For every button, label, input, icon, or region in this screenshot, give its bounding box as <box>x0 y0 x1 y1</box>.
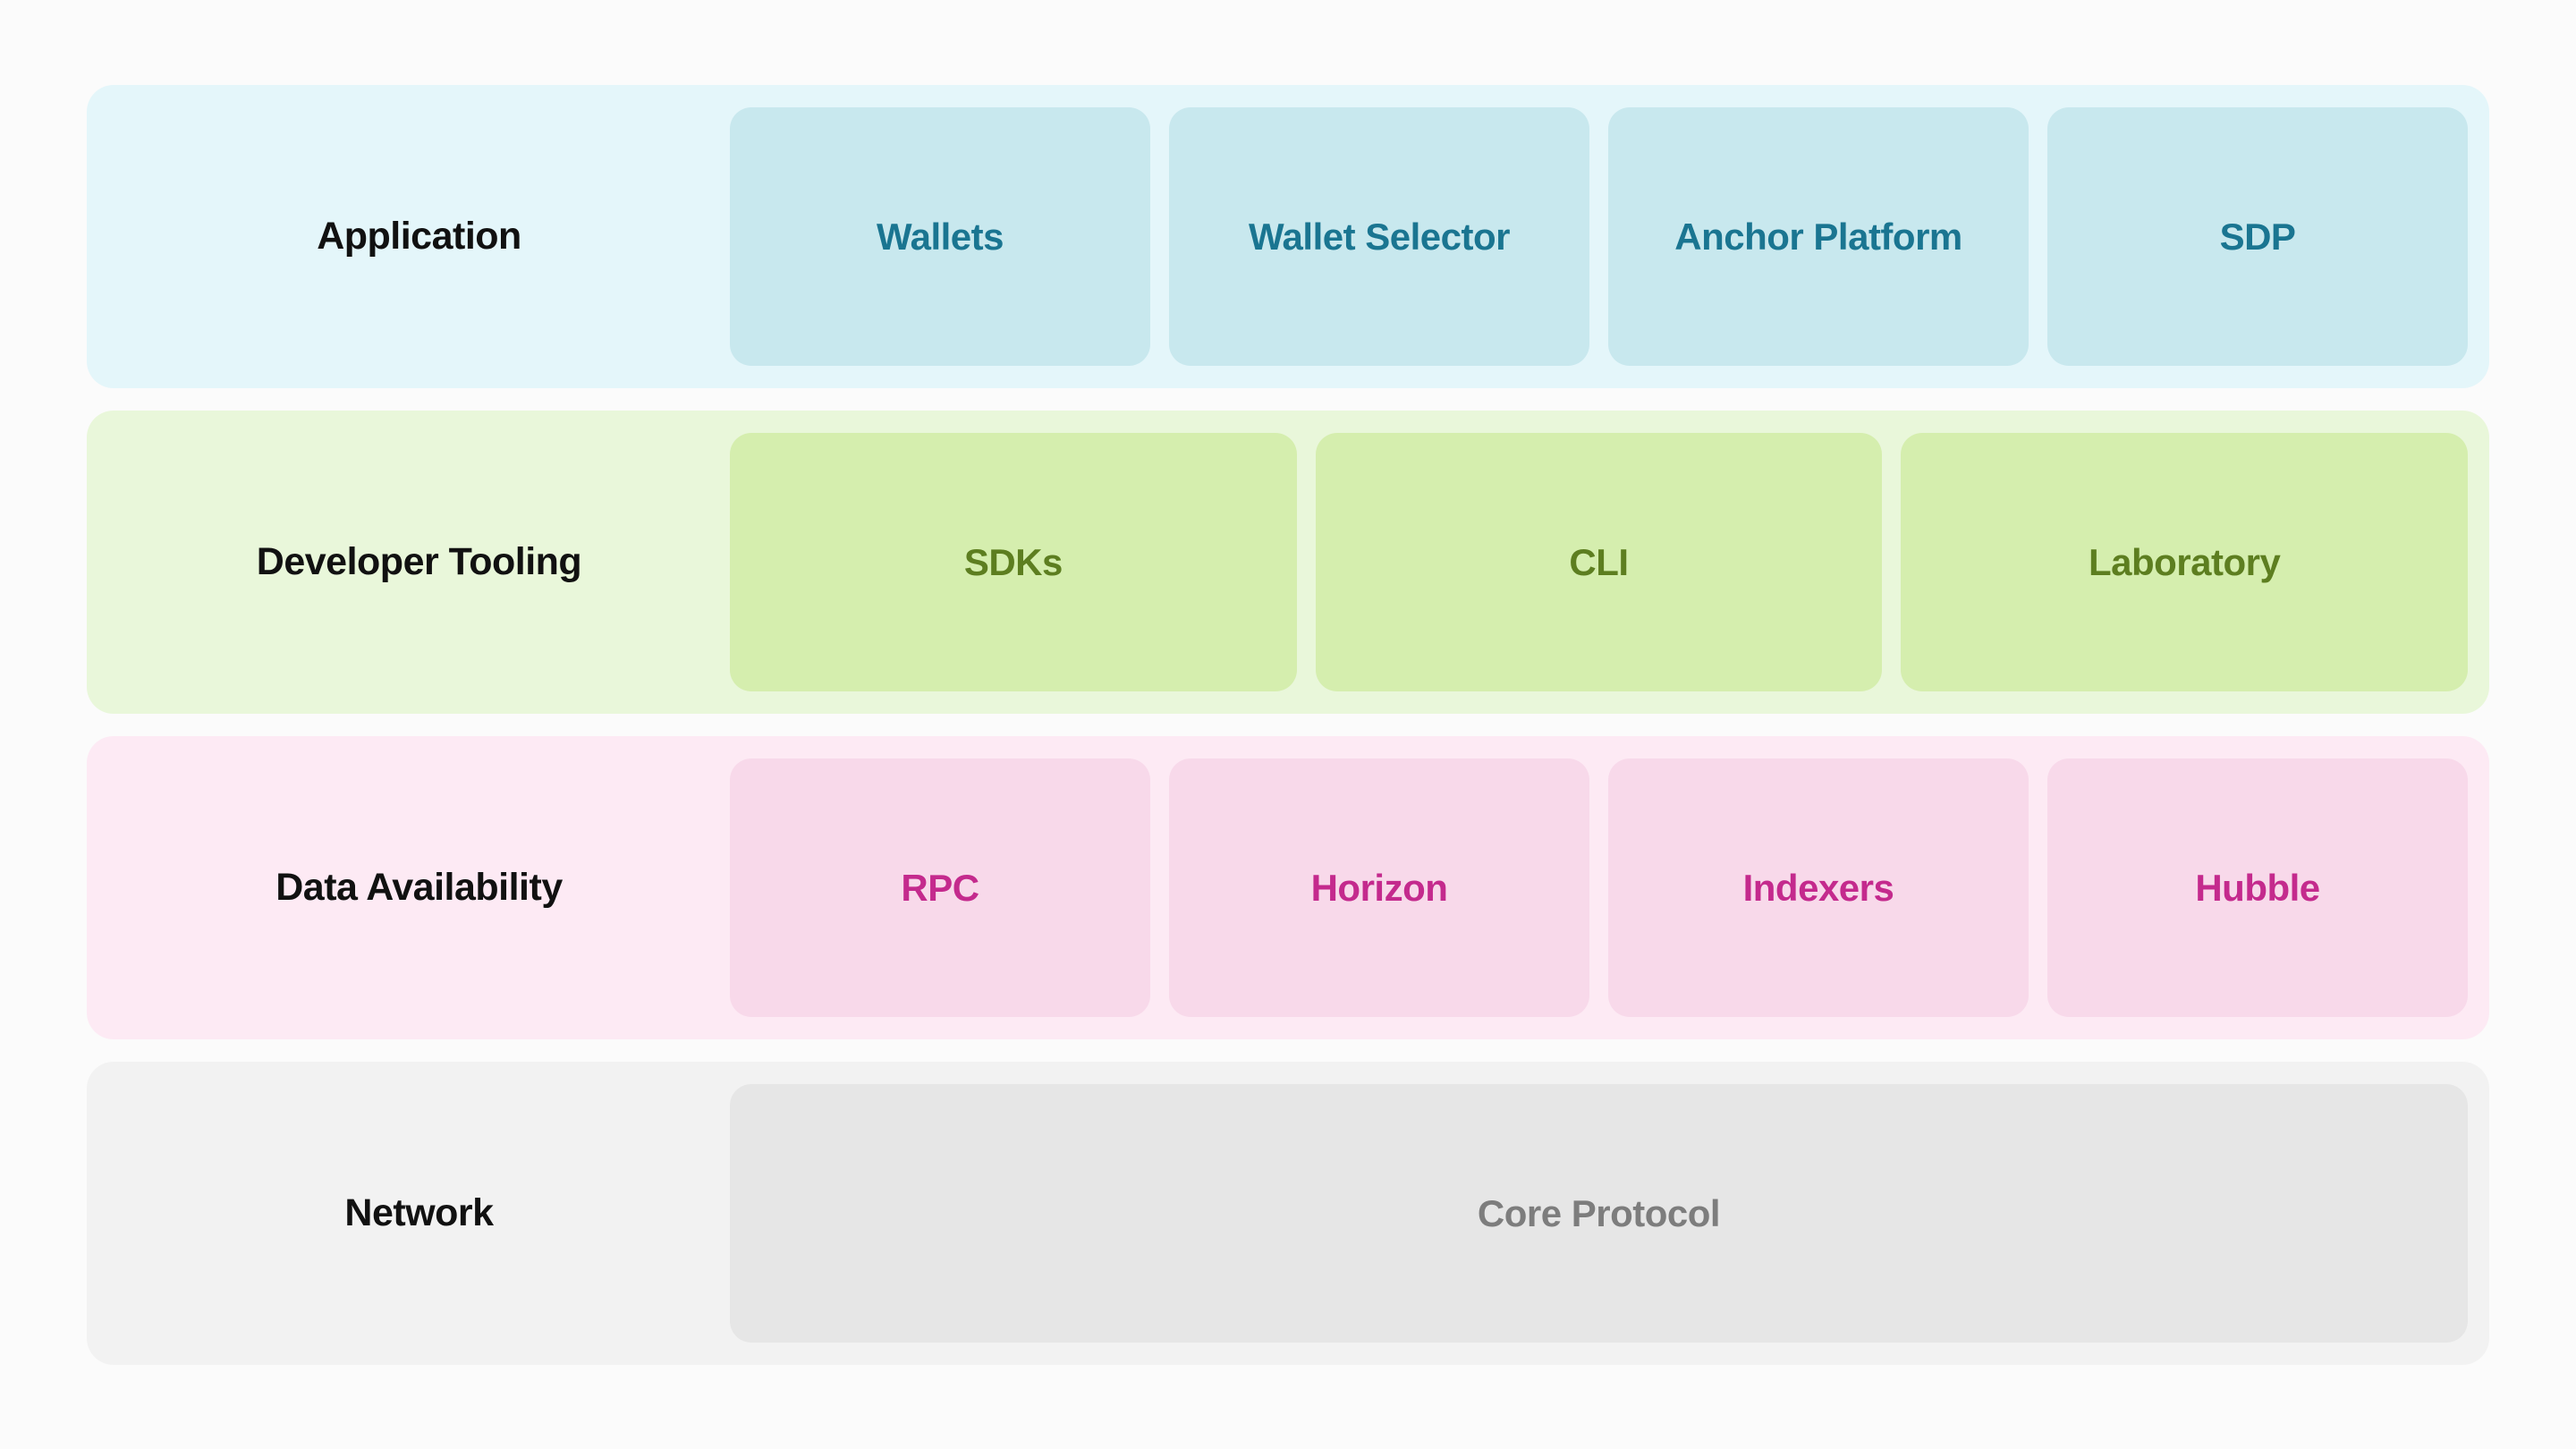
card-row-network: Core Protocol <box>730 1084 2468 1343</box>
card-rpc[interactable]: RPC <box>730 758 1150 1017</box>
card-label: SDP <box>2219 215 2296 258</box>
card-label: Anchor Platform <box>1674 215 1962 258</box>
card-horizon[interactable]: Horizon <box>1169 758 1589 1017</box>
card-row-application: Wallets Wallet Selector Anchor Platform … <box>730 107 2468 366</box>
card-laboratory[interactable]: Laboratory <box>1901 433 2469 691</box>
layer-label-application: Application <box>317 215 521 258</box>
card-sdp[interactable]: SDP <box>2047 107 2468 366</box>
card-label: Core Protocol <box>1477 1191 1721 1234</box>
layer-band-application: Application Wallets Wallet Selector Anch… <box>87 85 2489 388</box>
layer-band-data-availability: Data Availability RPC Horizon Indexers H… <box>87 736 2489 1039</box>
layer-band-network: Network Core Protocol <box>87 1062 2489 1365</box>
card-anchor-platform[interactable]: Anchor Platform <box>1608 107 2029 366</box>
card-cli[interactable]: CLI <box>1315 433 1883 691</box>
card-wallets[interactable]: Wallets <box>730 107 1150 366</box>
layer-label-network: Network <box>344 1191 494 1234</box>
card-core-protocol[interactable]: Core Protocol <box>730 1084 2468 1343</box>
card-label: CLI <box>1569 540 1629 583</box>
card-sdks[interactable]: SDKs <box>730 433 1297 691</box>
card-label: Wallets <box>877 215 1004 258</box>
card-label: SDKs <box>963 540 1063 583</box>
layer-band-developer-tooling: Developer Tooling SDKs CLI Laboratory <box>87 411 2489 714</box>
card-indexers[interactable]: Indexers <box>1608 758 2029 1017</box>
card-label: Wallet Selector <box>1248 215 1511 258</box>
card-label: Indexers <box>1742 866 1894 909</box>
card-label: RPC <box>901 866 979 909</box>
card-hubble[interactable]: Hubble <box>2047 758 2468 1017</box>
layer-label-developer-tooling: Developer Tooling <box>256 540 582 583</box>
card-label: Hubble <box>2195 866 2320 909</box>
card-label: Laboratory <box>2088 540 2281 583</box>
card-wallet-selector[interactable]: Wallet Selector <box>1169 107 1589 366</box>
layer-label-data-availability: Data Availability <box>275 866 563 909</box>
card-row-developer-tooling: SDKs CLI Laboratory <box>730 433 2469 691</box>
card-label: Horizon <box>1310 866 1448 909</box>
card-row-data-availability: RPC Horizon Indexers Hubble <box>730 758 2468 1017</box>
